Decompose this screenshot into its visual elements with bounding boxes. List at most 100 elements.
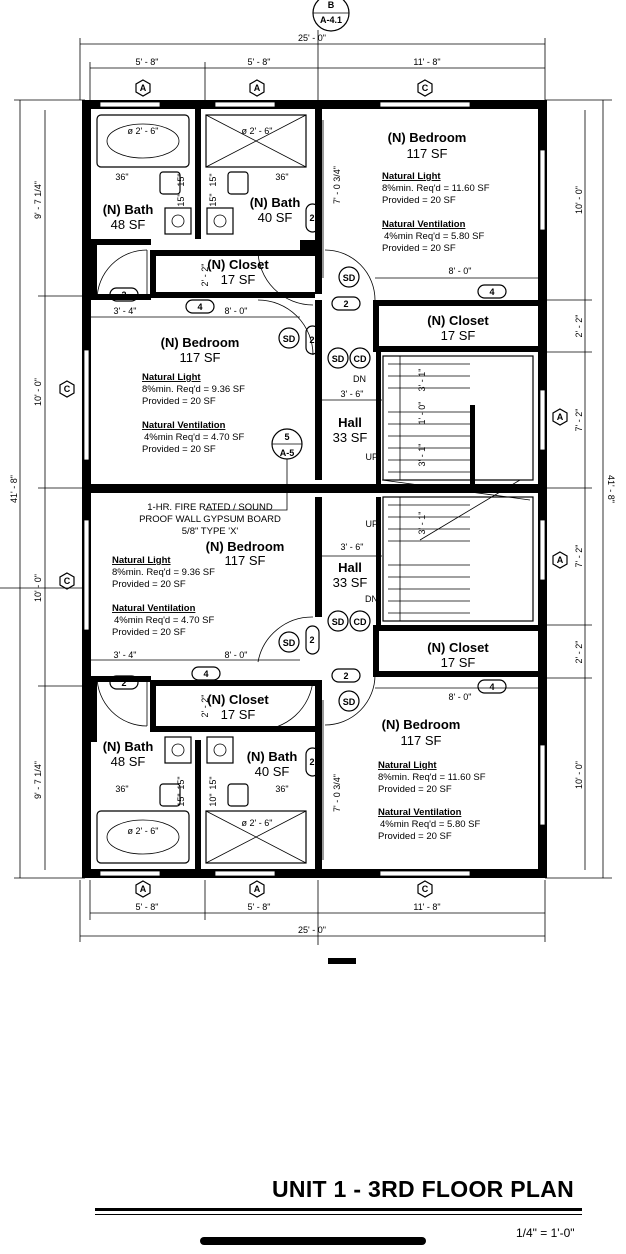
dim-overall-depth: 41' - 8" [9,475,19,503]
grid-tag: C [64,576,71,586]
smoke-detector: SD [343,273,356,283]
room-name: (N) Closet [427,313,489,328]
smoke-detector: SD [283,334,296,344]
note-heading: Natural Light [142,372,201,383]
dim-door-width: 3' - 4" [114,650,137,660]
note-text: 4%min Req'd = 4.70 SF [114,615,214,626]
dim-vanity: 36" [115,784,128,794]
title-rule [95,1214,582,1215]
dim-hall-width: 3' - 6" [341,389,364,399]
note-text: 8%min. Req'd = 9.36 SF [112,567,215,578]
door-tag: 4 [203,669,208,679]
dim-bath-depth: 9' - 7 1/4" [33,181,43,219]
room-name: (N) Bath [103,739,154,754]
dim-tub: ø 2' - 6" [128,826,159,836]
dim-vanity: 36" [115,172,128,182]
dim-stair-run: 3' - 1" [417,512,427,535]
door-tag: 4 [489,682,494,692]
grid-tag: A [557,555,564,565]
room-area: 117 SF [225,553,266,568]
detail-ref-bottom: A-5 [280,448,295,458]
note-text: Provided = 20 SF [142,396,216,407]
note-heading: Natural Light [378,760,437,771]
dim-stair-run: 3' - 1" [417,369,427,392]
room-name: Hall [338,415,362,430]
dim-vanity: 15" [176,193,186,206]
note-text: 8%min. Req'd = 11.60 SF [378,772,486,783]
dim-bath-depth: 9' - 7 1/4" [33,761,43,799]
dim-closet-depth: 2' - 2" [200,264,210,287]
dim-bedroom-width: 11' - 8" [413,902,440,912]
grid-tag: C [64,384,71,394]
grid-tags [59,0,568,964]
note-text: Provided = 20 SF [112,579,186,590]
note-text: 4%min Req'd = 4.70 SF [144,432,244,443]
grid-tag: A [254,83,261,93]
dim-hall-width: 3' - 6" [341,542,364,552]
walls [82,100,547,878]
note-heading: Natural Ventilation [112,603,196,614]
wall-note: PROOF WALL GYPSUM BOARD [139,514,281,525]
grid-tag: C [422,83,429,93]
door-swings [96,249,376,731]
dim-bath-door: 7' - 0 3/4" [332,166,342,204]
dim-door-width: 3' - 4" [114,306,137,316]
room-name: (N) Bedroom [388,130,467,145]
grid-tag: A [140,884,147,894]
room-name: (N) Bath [103,202,154,217]
door-tag: 2 [121,290,126,300]
note-text: Provided = 20 SF [142,444,216,455]
stair-down: DN [353,374,366,384]
wall-note: 1-HR. FIRE RATED / SOUND [147,502,273,513]
dim-tub: ø 2' - 6" [242,126,273,136]
co-detector: CD [354,354,367,364]
dim-vanity: 15" [176,793,186,806]
room-name: (N) Bedroom [206,539,285,554]
dim-closet-depth: 2' - 2" [574,641,584,664]
drawing-scale: 1/4" = 1'-0" [516,1226,575,1240]
dim-vanity: 15" [208,193,218,206]
room-name: (N) Closet [207,692,269,707]
fixtures [96,114,307,864]
dim-tub: ø 2' - 6" [128,126,159,136]
room-area: 117 SF [401,733,442,748]
dim-bath-width: 5' - 8" [136,902,159,912]
dim-closet-depth: 2' - 2" [200,695,210,718]
dim-closet-width: 8' - 0" [225,306,248,316]
section-ref-bottom: A-4.1 [320,15,342,25]
note-text: Provided = 20 SF [382,243,456,254]
dim-bedroom-depth: 10' - 0" [33,574,43,602]
dim-vanity: 15" [176,173,186,186]
dim-bedroom-width: 11' - 8" [413,57,440,67]
dim-bedroom-depth: 10' - 0" [574,186,584,214]
door-tag: 2 [121,678,126,688]
wall-note: 5/8" TYPE 'X' [182,526,239,537]
note-heading: Natural Light [382,171,441,182]
room-area: 17 SF [221,272,256,287]
dim-bath-width: 5' - 8" [248,902,271,912]
room-name: Hall [338,560,362,575]
note-heading: Natural Ventilation [382,219,466,230]
stairs [381,355,534,622]
room-area: 33 SF [333,430,368,445]
dim-vanity: 15" [208,173,218,186]
door-tag: 2 [309,635,314,645]
door-tag: 2 [309,335,314,345]
room-name: (N) Closet [207,257,269,272]
grid-tag: A [557,412,564,422]
note-text: 8%min. Req'd = 11.60 SF [382,183,490,194]
door-tag: 2 [309,757,314,767]
grid-tag: C [422,884,429,894]
section-ref-top: B [328,0,335,10]
room-area: 48 SF [111,754,146,769]
co-detector: CD [354,617,367,627]
grid-tag: A [254,884,261,894]
dim-bedroom-depth: 10' - 0" [33,378,43,406]
note-text: 4%min Req'd = 5.80 SF [384,231,484,242]
dimension-lines [0,30,612,945]
door-tag: 4 [197,302,202,312]
room-area: 17 SF [441,655,476,670]
home-indicator[interactable] [200,1237,426,1245]
room-area: 17 SF [441,328,476,343]
